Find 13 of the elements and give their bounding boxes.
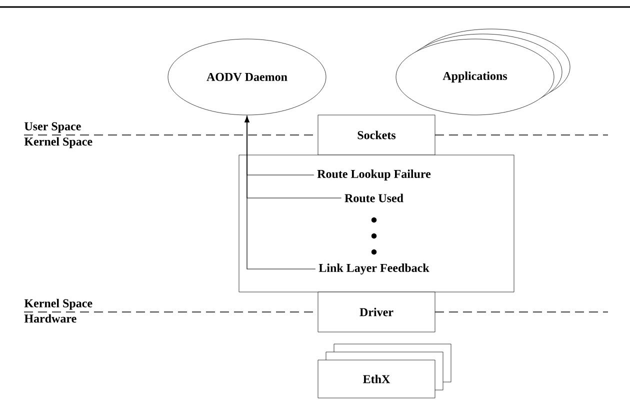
event-label: Route Used [344,194,404,202]
event-label: Link Layer Feedback [318,264,430,274]
process-box: Driver [318,292,436,332]
arrow [244,116,316,270]
region-label: Kernel Space [24,298,92,310]
region-label: User Space [24,122,81,133]
region-label: Kernel Space [24,137,92,148]
process-box: Sockets [318,114,436,156]
ellipse-node: AODV Daemon [168,38,326,116]
stacked-boxes: EthX [318,344,452,398]
stacked-ellipses: Applications [396,28,570,116]
event-label: Route Lookup Failure [317,170,431,180]
region-label: Hardware [24,314,76,323]
